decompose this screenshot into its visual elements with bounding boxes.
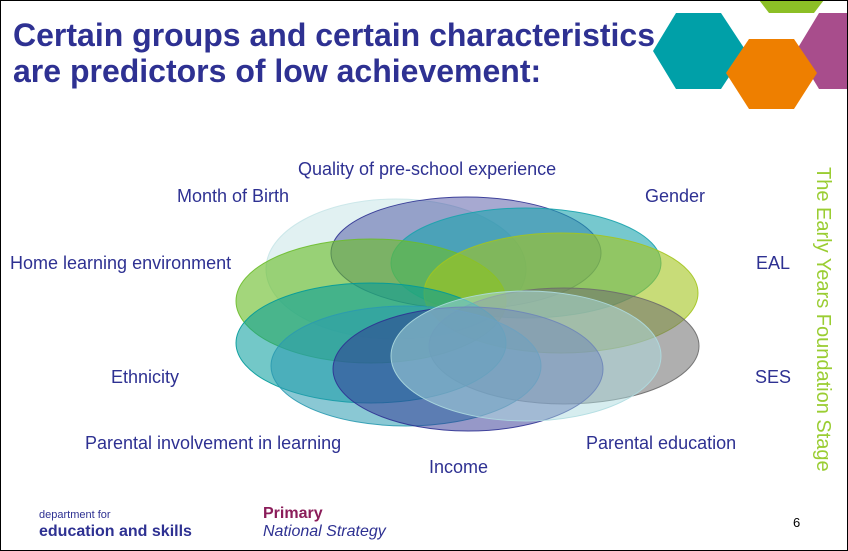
label-quality-of-pre-school-experience: Quality of pre-school experience [298,159,557,179]
ellipse-parental-education [390,290,662,422]
label-parental-education: Parental education [586,433,737,453]
primary-strategy-logo-title: Primary [263,505,323,522]
label-ses: SES [755,367,792,387]
label-month-of-birth: Month of Birth [177,186,290,206]
label-income: Income [429,457,489,477]
green-hexagon [759,1,824,13]
label-eal: EAL [756,253,791,273]
slide-title: Certain groups and certain characteristi… [13,17,655,89]
side-title-container: The Early Years Foundation Stage [809,167,839,512]
side-title: The Early Years Foundation Stage [812,167,834,472]
primary-strategy-logo-subtitle: National Strategy [263,523,386,540]
label-parental-involvement-in-learning: Parental involvement in learning [85,433,342,453]
label-home-learning-environment: Home learning environment [10,253,232,273]
page-number: 6 [793,515,801,530]
label-gender: Gender [645,186,706,206]
dfes-logo-small-text: department for [39,509,111,521]
label-ethnicity: Ethnicity [111,367,180,387]
orange-hexagon [726,39,817,109]
hexagon-decoration [653,1,847,109]
teal-hexagon [653,13,746,89]
dfes-logo-text: education and skills [39,523,192,540]
